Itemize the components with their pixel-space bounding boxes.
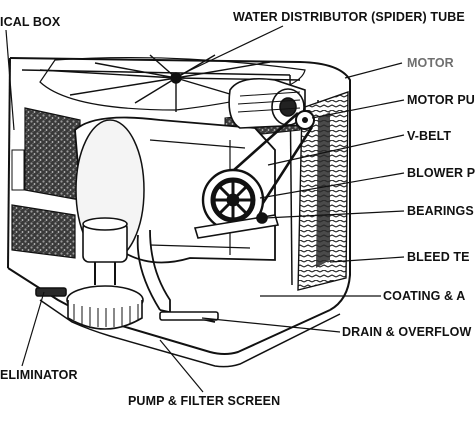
label-eliminator: ELIMINATOR bbox=[0, 368, 78, 382]
side-louver-panel bbox=[297, 91, 349, 291]
label-pump-filter: PUMP & FILTER SCREEN bbox=[128, 394, 281, 408]
label-drain-overflow: DRAIN & OVERFLOW bbox=[342, 325, 472, 339]
water-distributor-spider bbox=[39, 54, 306, 112]
label-electrical-box: ICAL BOX bbox=[0, 15, 61, 29]
label-motor-pulley: MOTOR PU bbox=[407, 93, 475, 107]
label-bleed-tee: BLEED TE bbox=[407, 250, 470, 264]
blower-pulley bbox=[201, 168, 265, 232]
pump-filter-screen bbox=[66, 217, 144, 330]
label-motor: MOTOR bbox=[407, 56, 454, 70]
label-v-belt: V-BELT bbox=[407, 129, 452, 143]
leader-lines bbox=[5, 25, 405, 393]
label-bearings: BEARINGS bbox=[407, 204, 474, 218]
label-blower-pulley: BLOWER P bbox=[407, 166, 475, 180]
bearings bbox=[193, 212, 280, 239]
motor-pulley bbox=[295, 110, 315, 130]
motor bbox=[228, 77, 306, 129]
label-water-distributor: WATER DISTRIBUTOR (SPIDER) TUBE bbox=[233, 10, 465, 24]
label-coating: COATING & A bbox=[383, 289, 466, 303]
left-cooling-pad bbox=[11, 107, 81, 259]
